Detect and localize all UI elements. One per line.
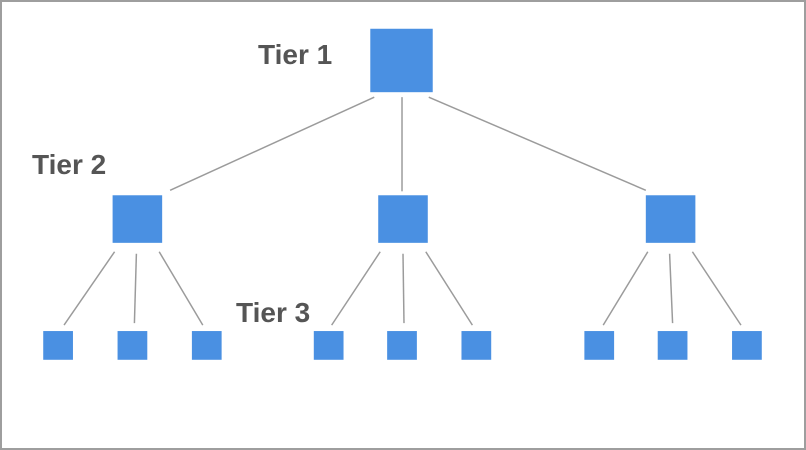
tier3-node-1 [43,331,73,360]
tier3-node-5 [387,331,417,360]
tier1-label: Tier 1 [258,39,333,70]
tier1-node [370,28,433,93]
tier3-node-4 [313,331,344,360]
tier3-node-3 [191,331,222,360]
tier3-node-8 [657,331,688,360]
connector-t2a-t3-3 [158,251,204,326]
tier2-label: Tier 2 [32,149,107,180]
connector-t2a-t3-2 [133,253,138,324]
nodes [43,28,762,360]
connector-t2a-t3-1 [63,251,116,326]
connector-t2c-t3-2 [668,253,674,324]
connector-t2b-t3-2 [402,253,405,324]
tier2-node-2 [378,195,428,243]
connector-t1-t2-left [169,96,375,191]
tier3-node-6 [461,331,492,360]
tier2-node-3 [645,195,696,243]
tier3-label: Tier 3 [236,297,311,328]
connector-t2b-t3-1 [331,251,381,326]
connector-t1-t2-right [428,96,647,191]
tier3-node-9 [732,331,762,360]
connector-t2c-t3-1 [602,251,649,326]
connector-t2c-t3-3 [691,251,742,326]
tier3-node-2 [117,331,148,360]
connector-lines [63,96,742,326]
tier3-node-7 [584,331,615,360]
connector-t2b-t3-3 [425,251,474,326]
tier2-node-1 [112,195,163,243]
